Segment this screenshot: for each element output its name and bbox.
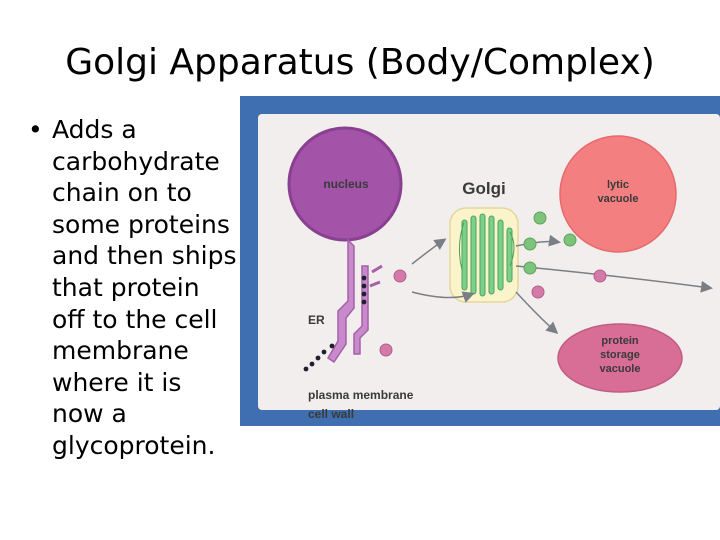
bullet-icon: •	[28, 115, 43, 144]
bullet-line: that protein	[52, 272, 200, 302]
bullet-line: Adds a	[52, 115, 137, 144]
vesicle-pink	[593, 269, 607, 283]
vesicle-green	[533, 211, 547, 225]
golgi-to-lytic-arrow	[515, 234, 561, 247]
vesicle-pink	[379, 343, 393, 357]
er-tip-shape	[369, 264, 383, 288]
er-label: ER	[308, 313, 325, 327]
vesicle-green	[523, 237, 537, 251]
cell-wall-label: cell wall	[308, 407, 354, 421]
bullet-line: and then ships	[52, 241, 237, 271]
bullet-line: now a	[52, 399, 127, 429]
golgi-to-storage-arrow	[515, 291, 559, 334]
nucleus-shape	[287, 126, 403, 242]
bullet-text: Adds a carbohydrate chain on to some pro…	[52, 114, 252, 462]
ribosome-dots	[303, 275, 367, 372]
golgi-label: Golgi	[462, 179, 505, 198]
bullet-line: chain on to	[52, 178, 192, 208]
bullet-line: some proteins	[52, 209, 230, 239]
slide-title: Golgi Apparatus (Body/Complex)	[65, 42, 655, 83]
protein-storage-vacuole-shape	[557, 323, 683, 393]
golgi-diagram: nucleus ER plasma membrane cell wall Gol…	[240, 96, 720, 426]
golgi-stack	[458, 213, 515, 297]
er-to-golgi-arrow	[411, 238, 447, 265]
vesicle-green	[523, 261, 537, 275]
golgi-diagram-svg: nucleus ER plasma membrane cell wall Gol…	[240, 96, 720, 426]
lytic-vacuole-label-1: lytic	[607, 179, 629, 191]
vesicle-green	[563, 233, 577, 247]
bullet-line: membrane	[52, 336, 189, 366]
bullet-line: glycoprotein.	[52, 430, 216, 460]
lytic-vacuole-shape	[559, 135, 677, 253]
nucleus-label: nucleus	[323, 177, 369, 191]
vesicle-pink	[531, 285, 545, 299]
protein-storage-label-2: storage	[600, 349, 640, 361]
bullet-line: where it is	[52, 367, 182, 397]
golgi-to-membrane-arrow	[515, 265, 713, 293]
protein-storage-label-1: protein	[601, 335, 639, 347]
er-shape	[326, 238, 355, 364]
er-to-golgi-arrow-2	[411, 291, 475, 303]
bullet-line: carbohydrate	[52, 146, 220, 176]
vesicles	[379, 211, 607, 357]
lytic-vacuole-label-2: vacuole	[598, 193, 639, 205]
plasma-membrane-label: plasma membrane	[308, 388, 414, 402]
protein-storage-label-3: vacuole	[600, 363, 641, 375]
bullet-line: off to the cell	[52, 304, 218, 334]
transport-arrows	[411, 234, 713, 334]
vesicle-pink	[393, 269, 407, 283]
